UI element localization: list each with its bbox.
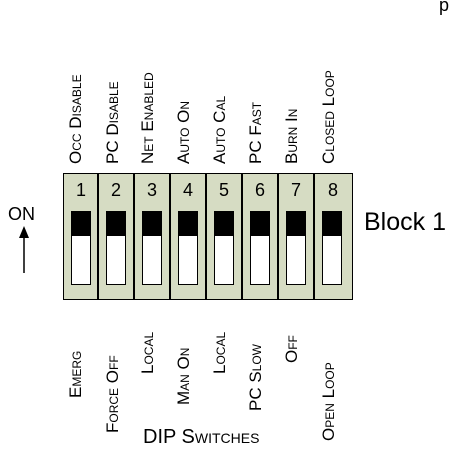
switch-divider bbox=[97, 173, 99, 300]
switch-knob bbox=[141, 210, 162, 236]
top-label-8: Closed Loop bbox=[319, 70, 338, 164]
bottom-label-5: Local bbox=[210, 331, 229, 374]
bottom-label-8: Open Loop bbox=[319, 362, 338, 441]
switch-number-6: 6 bbox=[254, 180, 265, 200]
bottom-label-4: Man On bbox=[174, 347, 193, 405]
cropped-corner-text: p bbox=[439, 0, 450, 15]
top-label-2: PC Disable bbox=[103, 81, 122, 164]
bottom-label-1: Emerg bbox=[66, 350, 85, 398]
switch-knob bbox=[321, 210, 342, 236]
bottom-label-7: Off bbox=[282, 335, 301, 363]
switch-divider bbox=[313, 173, 315, 300]
bottom-label-3: Local bbox=[138, 331, 157, 374]
top-label-4: Auto On bbox=[174, 100, 193, 164]
up-arrow-icon bbox=[19, 226, 29, 273]
bottom-label-6: PC Slow bbox=[246, 343, 265, 411]
switch-divider bbox=[169, 173, 171, 300]
block-label: Block 1 bbox=[364, 208, 446, 236]
switch-knob bbox=[285, 210, 306, 236]
top-label-3: Net Enabled bbox=[138, 72, 157, 164]
bottom-label-2: Force Off bbox=[103, 355, 122, 433]
switch-divider bbox=[133, 173, 135, 300]
switch-number-4: 4 bbox=[182, 180, 193, 200]
switch-toggle-4[interactable] bbox=[177, 210, 198, 285]
switch-knob bbox=[213, 210, 234, 236]
switch-toggle-3[interactable] bbox=[141, 210, 162, 285]
switch-divider bbox=[241, 173, 243, 300]
switch-divider bbox=[277, 173, 279, 300]
switch-knob bbox=[105, 210, 126, 236]
switch-toggle-1[interactable] bbox=[70, 210, 91, 285]
switch-knob bbox=[249, 210, 270, 236]
on-label: ON bbox=[8, 204, 35, 224]
top-label-6: PC Fast bbox=[246, 101, 265, 164]
switch-toggle-5[interactable] bbox=[213, 210, 234, 285]
switch-number-2: 2 bbox=[110, 180, 121, 200]
switch-toggle-6[interactable] bbox=[249, 210, 270, 285]
top-label-1: Occ Disable bbox=[66, 74, 85, 164]
switch-number-8: 8 bbox=[327, 180, 338, 200]
switch-toggle-2[interactable] bbox=[105, 210, 126, 285]
switch-toggle-7[interactable] bbox=[285, 210, 306, 285]
switch-number-1: 1 bbox=[75, 180, 86, 200]
top-label-5: Auto Cal bbox=[210, 95, 229, 164]
switch-knob bbox=[177, 210, 198, 236]
switch-divider bbox=[205, 173, 207, 300]
switch-number-5: 5 bbox=[218, 180, 229, 200]
switch-toggle-8[interactable] bbox=[321, 210, 342, 285]
switch-knob bbox=[70, 210, 91, 236]
switch-number-7: 7 bbox=[290, 180, 301, 200]
top-label-7: Burn In bbox=[282, 108, 301, 164]
switch-number-3: 3 bbox=[146, 180, 157, 200]
diagram-title: DIP Switches bbox=[143, 426, 260, 448]
